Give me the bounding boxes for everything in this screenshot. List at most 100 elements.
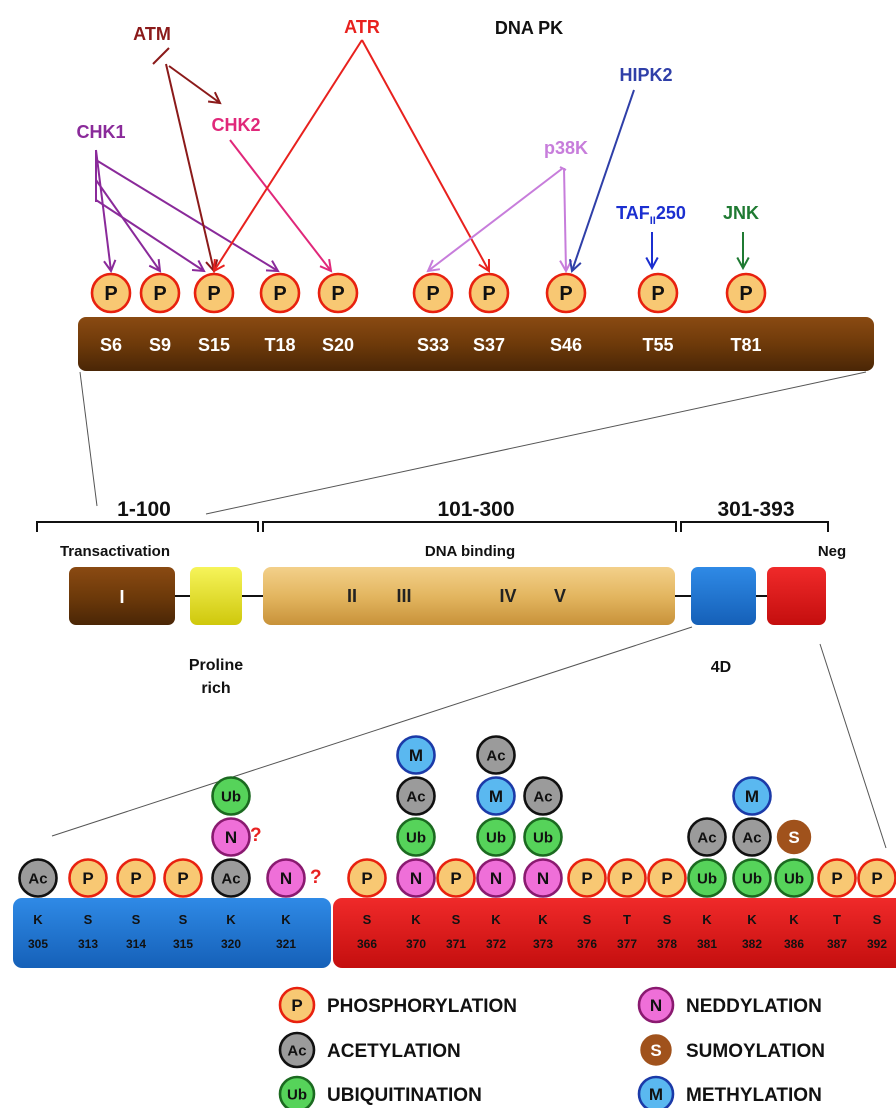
ubiquitin-bubble: Ub: [523, 817, 563, 857]
ubiquitin-bubble: Ub: [476, 817, 516, 857]
svg-text:P: P: [581, 869, 592, 888]
residue-number: 315: [173, 937, 193, 951]
svg-text:P: P: [831, 869, 842, 888]
methyl-bubble: M: [732, 776, 772, 816]
svg-text:N: N: [490, 869, 502, 888]
zoom-line: [205, 371, 867, 515]
kinase-arrow: [568, 89, 635, 273]
ubiquitin-bubble: Ub: [732, 858, 772, 898]
svg-text:P: P: [739, 283, 752, 305]
residue-letter: T: [833, 912, 841, 927]
residue-letter: K: [538, 912, 548, 927]
svg-text:P: P: [82, 869, 93, 888]
svg-text:P: P: [426, 283, 439, 305]
residue-letter: S: [663, 912, 672, 927]
svg-text:Ac: Ac: [28, 870, 47, 887]
residue-number: 313: [78, 937, 98, 951]
acetyl-bubble: Ac: [211, 858, 251, 898]
legend-label-methylation: METHYLATION: [686, 1085, 822, 1106]
range-label-301-393: 301-393: [717, 498, 794, 521]
neddyl-bubble: N: [637, 986, 675, 1024]
residue-number: 370: [406, 937, 426, 951]
phospho-bubble: P: [193, 272, 235, 314]
phospho-bubble: P: [412, 272, 454, 314]
phospho-bubble: P: [545, 272, 587, 314]
svg-text:Ub: Ub: [287, 1086, 307, 1103]
legend-label-neddylation: NEDDYLATION: [686, 996, 822, 1017]
kinase-arrow: [95, 199, 206, 273]
residue-number: 381: [697, 937, 717, 951]
kinase-label-p38k: p38K: [544, 138, 588, 158]
residue-number: 392: [867, 937, 887, 951]
residue-number: 382: [742, 937, 762, 951]
svg-text:Ac: Ac: [742, 829, 761, 846]
residue-letter: S: [452, 912, 461, 927]
kinase-arrow: [168, 65, 222, 105]
site-label-s37: S37: [473, 335, 505, 355]
kinase-arrow: [95, 149, 117, 274]
kinase-label-jnk: JNK: [723, 203, 759, 223]
phospho-bubble: P: [857, 858, 896, 898]
residue-number: 305: [28, 937, 48, 951]
domain-label-iii: III: [396, 586, 411, 606]
svg-text:P: P: [207, 283, 220, 305]
legend-label-phosphorylation: PHOSPHORYLATION: [327, 996, 517, 1017]
svg-text:P: P: [361, 869, 372, 888]
acetyl-bubble: Ac: [476, 735, 516, 775]
domain-label-ii: II: [347, 586, 357, 606]
svg-text:M: M: [649, 1085, 663, 1104]
domain-box-i: [69, 567, 175, 625]
svg-text:N: N: [225, 828, 237, 847]
residue-number: 314: [126, 937, 146, 951]
phospho-bubble: P: [607, 858, 647, 898]
zoom-line: [79, 371, 98, 507]
range-label-1-100: 1-100: [117, 498, 171, 521]
ubiquitin-bubble: Ub: [211, 776, 251, 816]
site-label-s46: S46: [550, 335, 582, 355]
kinase-arrow: [361, 39, 491, 273]
kinase-arrow: [95, 159, 280, 273]
kinase-arrow: [426, 167, 564, 273]
phospho-bubble: P: [637, 272, 679, 314]
kinase-label-atr: ATR: [344, 17, 380, 37]
dna-binding-label: DNA binding: [425, 543, 515, 560]
svg-text:N: N: [650, 996, 662, 1015]
svg-text:Ac: Ac: [406, 788, 425, 805]
rich-label: rich: [201, 680, 230, 697]
svg-text:P: P: [482, 283, 495, 305]
phospho-bubble: P: [647, 858, 687, 898]
phospho-bubble: P: [347, 858, 387, 898]
svg-text:Ac: Ac: [533, 788, 552, 805]
svg-text:N: N: [280, 869, 292, 888]
residue-letter: S: [583, 912, 592, 927]
residue-number: 371: [446, 937, 466, 951]
svg-text:M: M: [409, 746, 423, 765]
residue-number: 321: [276, 937, 296, 951]
phospho-bubble: P: [468, 272, 510, 314]
svg-text:M: M: [489, 787, 503, 806]
svg-text:S: S: [650, 1041, 661, 1060]
question-mark: ?: [310, 867, 322, 888]
question-mark: ?: [250, 825, 262, 846]
residue-number: 377: [617, 937, 637, 951]
svg-text:P: P: [331, 283, 344, 305]
residue-letter: S: [363, 912, 372, 927]
kinase-label-chk1: CHK1: [76, 122, 125, 142]
svg-text:P: P: [153, 283, 166, 305]
residue-letter: S: [132, 912, 141, 927]
kinase-label-atm: ATM: [133, 24, 171, 44]
zoom-line: [51, 626, 693, 837]
methyl-bubble: M: [396, 735, 436, 775]
residue-letter: K: [226, 912, 236, 927]
residue-number: 387: [827, 937, 847, 951]
residue-letter: K: [411, 912, 421, 927]
phospho-bubble: P: [725, 272, 767, 314]
residue-letter: S: [873, 912, 882, 927]
phospho-bubble: P: [436, 858, 476, 898]
kinase-arrow: [95, 179, 162, 273]
ubiquitin-bubble: Ub: [774, 858, 814, 898]
svg-text:Ub: Ub: [221, 788, 241, 805]
methyl-bubble: M: [476, 776, 516, 816]
phospho-bubble: P: [116, 858, 156, 898]
